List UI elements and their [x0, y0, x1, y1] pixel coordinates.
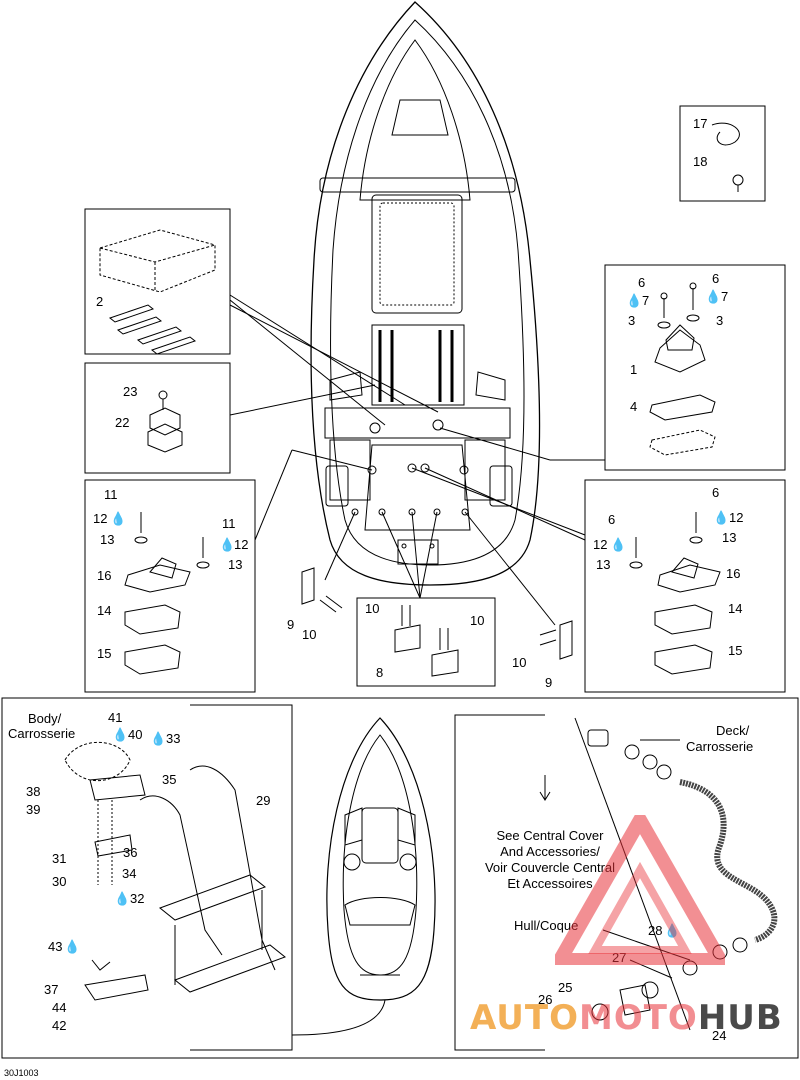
callout-30: 30 — [52, 874, 67, 889]
callout-8: 8 — [376, 665, 384, 680]
callout-18: 18 — [693, 154, 708, 169]
frame-bottom-section — [1, 697, 799, 1059]
oil-drop-icon — [610, 538, 626, 552]
callout-6: 6 — [712, 271, 720, 286]
callout-12: 12 — [593, 537, 608, 552]
callout-2: 2 — [96, 294, 104, 309]
oil-drop-icon — [112, 728, 128, 742]
frame-cleat-box-right — [584, 479, 786, 693]
frame-mount-box — [604, 264, 786, 471]
callout-39: 39 — [26, 802, 41, 817]
frame-bumper-box — [84, 362, 231, 474]
oil-drop-icon — [110, 512, 126, 526]
callout-25: 25 — [558, 980, 573, 995]
callout-28: 28 — [648, 923, 663, 938]
deck-label-line2: Carrosserie — [686, 739, 754, 754]
oil-drop-icon — [713, 511, 729, 525]
callout-17: 17 — [693, 116, 708, 131]
callout-24: 24 — [712, 1028, 727, 1043]
diagram-code: 30J1003 — [4, 1068, 39, 1078]
callout-13: 13 — [722, 530, 737, 545]
callout-4: 4 — [630, 399, 638, 414]
callout-12: 12 — [93, 511, 108, 526]
central-cover-note: See Central Cover And Accessories/ Voir … — [484, 828, 616, 891]
callout-7: 7 — [642, 293, 650, 308]
frame-cleat-box-left — [84, 479, 256, 693]
callout-44: 44 — [52, 1000, 67, 1015]
callout-34: 34 — [122, 866, 137, 881]
callout-26: 26 — [538, 992, 553, 1007]
boat-small-top-view — [326, 717, 436, 1001]
body-label-line1: Body/ — [28, 711, 62, 726]
watermark-text: AUTOMOTOHUB — [470, 998, 783, 1038]
callout-3: 3 — [716, 313, 724, 328]
callout-14: 14 — [728, 601, 743, 616]
frame-tie-box — [679, 105, 766, 202]
callout-15: 15 — [728, 643, 743, 658]
callout-33: 33 — [166, 731, 181, 746]
callout-36: 36 — [123, 845, 138, 860]
oil-drop-icon — [114, 892, 130, 906]
callout-13: 13 — [596, 557, 611, 572]
callout-7 — [705, 290, 721, 304]
hull-label: Hull/Coque — [514, 918, 579, 933]
ladder-drawing — [139, 765, 287, 993]
callout-12: 12 — [234, 537, 249, 552]
callout-14: 14 — [97, 603, 112, 618]
callout-10: 10 — [512, 655, 527, 670]
body-label-line2: Carrosserie — [8, 726, 76, 741]
callout-1: 1 — [630, 362, 638, 377]
callout-29: 29 — [256, 793, 271, 808]
callout-9: 9 — [287, 617, 295, 632]
callout-7: 7 — [721, 289, 729, 304]
oil-drop-icon — [64, 940, 80, 954]
callout-31: 31 — [52, 851, 67, 866]
callout-22: 22 — [115, 415, 130, 430]
oil-drop-icon — [219, 538, 235, 552]
callout-6: 6 — [712, 485, 720, 500]
callout-37: 37 — [44, 982, 59, 997]
callout-16: 16 — [97, 568, 112, 583]
callout-3: 3 — [628, 313, 636, 328]
callout-6: 6 — [638, 275, 646, 290]
callout-43: 43 — [48, 939, 63, 954]
callout-40: 40 — [128, 727, 143, 742]
callout-7 — [626, 294, 642, 308]
callout-9: 9 — [545, 675, 553, 690]
oil-drop-icon — [150, 732, 166, 746]
callout-13: 13 — [228, 557, 243, 572]
callout-16: 16 — [726, 566, 741, 581]
watermark-triangle-logo — [555, 815, 725, 965]
callout-11: 11 — [104, 487, 118, 502]
callout-11: 11 — [222, 516, 236, 531]
callout-6: 6 — [608, 512, 616, 527]
foam-block-drawing — [99, 229, 216, 355]
deck-label-line1: Deck/ — [716, 723, 750, 738]
callout-42: 42 — [52, 1018, 67, 1033]
callout-13: 13 — [100, 532, 115, 547]
frame-bracket-box — [356, 597, 496, 687]
boat-hull-top-view — [310, 1, 541, 586]
callout-32: 32 — [130, 891, 145, 906]
callout-35: 35 — [162, 772, 177, 787]
callout-38: 38 — [26, 784, 41, 799]
callout-10: 10 — [302, 627, 317, 642]
callout-12: 12 — [729, 510, 744, 525]
callout-41: 41 — [108, 710, 123, 725]
callout-15: 15 — [97, 646, 112, 661]
callout-23: 23 — [123, 384, 138, 399]
callout-10: 10 — [365, 601, 380, 616]
callout-10: 10 — [470, 613, 485, 628]
